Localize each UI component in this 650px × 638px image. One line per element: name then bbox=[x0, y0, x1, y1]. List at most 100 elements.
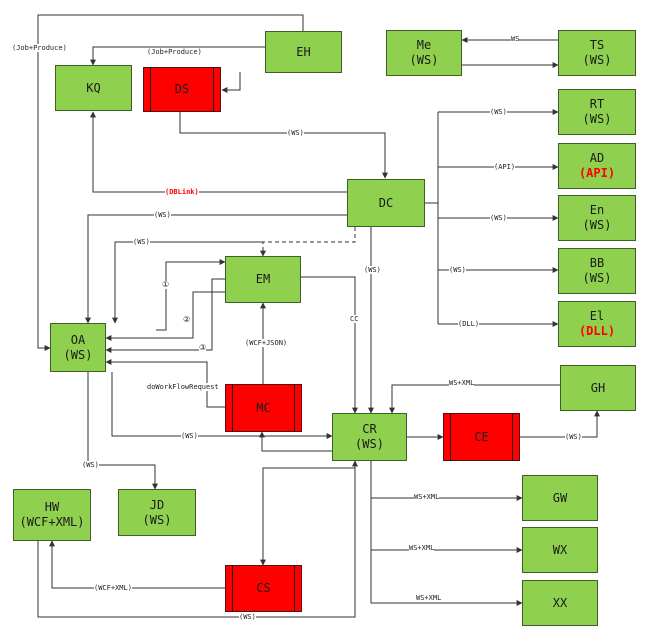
label-dc-cr: (WS) bbox=[364, 266, 381, 274]
node-em[interactable]: EM bbox=[225, 256, 301, 303]
label-dc-bb: (WS) bbox=[449, 266, 466, 274]
node-kq[interactable]: KQ bbox=[55, 65, 132, 111]
label-job-produce-top: (Job+Produce) bbox=[147, 48, 202, 56]
node-name: EH bbox=[296, 44, 311, 59]
node-name: XX bbox=[552, 595, 568, 610]
edge-em-oa-2b bbox=[105, 291, 225, 341]
node-sub: (WS) bbox=[142, 512, 172, 527]
label-oa-cr: (WS) bbox=[181, 432, 198, 440]
label-cr-gw: WS+XML bbox=[414, 493, 440, 501]
label-cr-xx: WS+XML bbox=[416, 594, 442, 602]
node-ad[interactable]: AD(API) bbox=[558, 143, 636, 189]
node-sub: (WS) bbox=[582, 112, 612, 126]
node-name: MC bbox=[256, 400, 271, 415]
node-ts[interactable]: TS(WS) bbox=[558, 30, 636, 76]
node-sub: (WS) bbox=[63, 347, 93, 362]
node-ce[interactable]: CE bbox=[443, 413, 520, 461]
node-name: BB bbox=[589, 256, 605, 270]
node-me[interactable]: Me(WS) bbox=[386, 30, 462, 76]
label-circle-3: ③ bbox=[199, 343, 207, 352]
label-cr-wx: WS+XML bbox=[409, 544, 435, 552]
label-dc-kq: (DBLink) bbox=[165, 188, 199, 196]
node-hw[interactable]: HW(WCF+XML) bbox=[13, 489, 91, 541]
edge-gh-cr bbox=[389, 384, 560, 414]
node-cr[interactable]: CR(WS) bbox=[332, 413, 407, 461]
edge-bottom-cr bbox=[37, 460, 358, 618]
node-jd[interactable]: JD(WS) bbox=[118, 489, 196, 536]
edge-cr-mc bbox=[259, 431, 332, 452]
node-sub: (WCF+XML) bbox=[19, 515, 85, 529]
node-cs[interactable]: CS bbox=[225, 565, 302, 612]
edge-eh-kq bbox=[90, 46, 265, 66]
node-bb[interactable]: BB(WS) bbox=[558, 248, 636, 294]
node-en[interactable]: En(WS) bbox=[558, 195, 636, 241]
label-cs-hw: (WCF+XML) bbox=[94, 584, 132, 592]
node-name: Me bbox=[416, 38, 432, 52]
edge-em-oa-2 bbox=[211, 278, 225, 292]
edge-oa-em-1 bbox=[156, 259, 226, 331]
node-mc[interactable]: MC bbox=[225, 384, 302, 432]
node-oa[interactable]: OA(WS) bbox=[50, 323, 106, 372]
node-name: TS bbox=[589, 38, 605, 52]
node-name: El bbox=[589, 309, 605, 323]
node-name: KQ bbox=[86, 80, 101, 95]
node-sub: (WS) bbox=[582, 53, 612, 67]
node-dc[interactable]: DC bbox=[347, 179, 425, 227]
node-name: CE bbox=[474, 429, 489, 444]
edge-eh-ds bbox=[221, 72, 241, 93]
edge-em-oa-3 bbox=[105, 292, 213, 353]
edge-ds-dc bbox=[179, 112, 388, 179]
node-ds[interactable]: DS bbox=[143, 67, 221, 112]
label-dc-ad: (API) bbox=[494, 163, 516, 171]
label-bottom-ws: (WS) bbox=[239, 613, 256, 621]
node-name: OA bbox=[70, 332, 86, 347]
edge-dc-bus bbox=[425, 112, 439, 324]
node-name: EM bbox=[255, 272, 271, 286]
node-eh[interactable]: EH bbox=[265, 31, 342, 73]
label-ds-dc: (WS) bbox=[287, 129, 304, 137]
label-wcf-json: (WCF+JSON) bbox=[245, 339, 288, 347]
edge-cs-hw bbox=[49, 540, 225, 589]
node-sub: (WS) bbox=[409, 53, 439, 67]
node-name: DS bbox=[174, 82, 190, 96]
label-job-produce-left: (Job+Produce) bbox=[12, 44, 67, 52]
edge-oa-jd bbox=[87, 372, 158, 490]
node-name: GW bbox=[552, 490, 568, 505]
node-name: CS bbox=[256, 581, 271, 595]
node-name: DC bbox=[378, 195, 394, 210]
edge-em-cr bbox=[301, 276, 358, 414]
node-rt[interactable]: RT(WS) bbox=[558, 89, 636, 135]
label-oa-jd: (WS) bbox=[82, 461, 99, 469]
node-sub: (WS) bbox=[582, 271, 612, 285]
label-em-cr: CC bbox=[350, 315, 359, 323]
node-name: CR bbox=[362, 422, 377, 436]
label-dc-el: (DLL) bbox=[458, 320, 480, 328]
node-el[interactable]: El(DLL) bbox=[558, 301, 636, 347]
edge-dc-oa bbox=[85, 214, 347, 324]
node-name: RT bbox=[589, 97, 605, 111]
node-gw[interactable]: GW bbox=[522, 475, 598, 521]
label-do-workflow: doWorkFlowRequest bbox=[147, 383, 219, 391]
label-gh-cr: WS+XML bbox=[449, 379, 475, 387]
label-ts-me: WS bbox=[511, 35, 520, 43]
edge-ce-gh bbox=[520, 410, 600, 438]
label-dc-en: (WS) bbox=[490, 214, 507, 222]
node-xx[interactable]: XX bbox=[522, 580, 598, 626]
node-wx[interactable]: WX bbox=[522, 527, 598, 573]
node-sub: (DLL) bbox=[578, 324, 616, 338]
edge-em-oa-ws bbox=[112, 241, 263, 324]
label-ce-gh: (WS) bbox=[565, 433, 582, 441]
label-circle-2: ② bbox=[183, 315, 191, 324]
node-gh[interactable]: GH bbox=[560, 365, 636, 411]
edge-dc-kq bbox=[90, 111, 347, 193]
node-sub: (WS) bbox=[582, 218, 612, 232]
node-name: HW bbox=[44, 500, 60, 514]
edge-dc-em-dashed bbox=[260, 227, 356, 257]
node-sub: (API) bbox=[578, 166, 616, 180]
label-dc-rt: (WS) bbox=[490, 108, 507, 116]
node-sub: (WS) bbox=[355, 437, 384, 451]
node-name: GH bbox=[590, 380, 606, 395]
node-name: En bbox=[589, 203, 605, 217]
label-circle-1: ① bbox=[162, 280, 170, 289]
node-name: AD bbox=[589, 151, 605, 165]
